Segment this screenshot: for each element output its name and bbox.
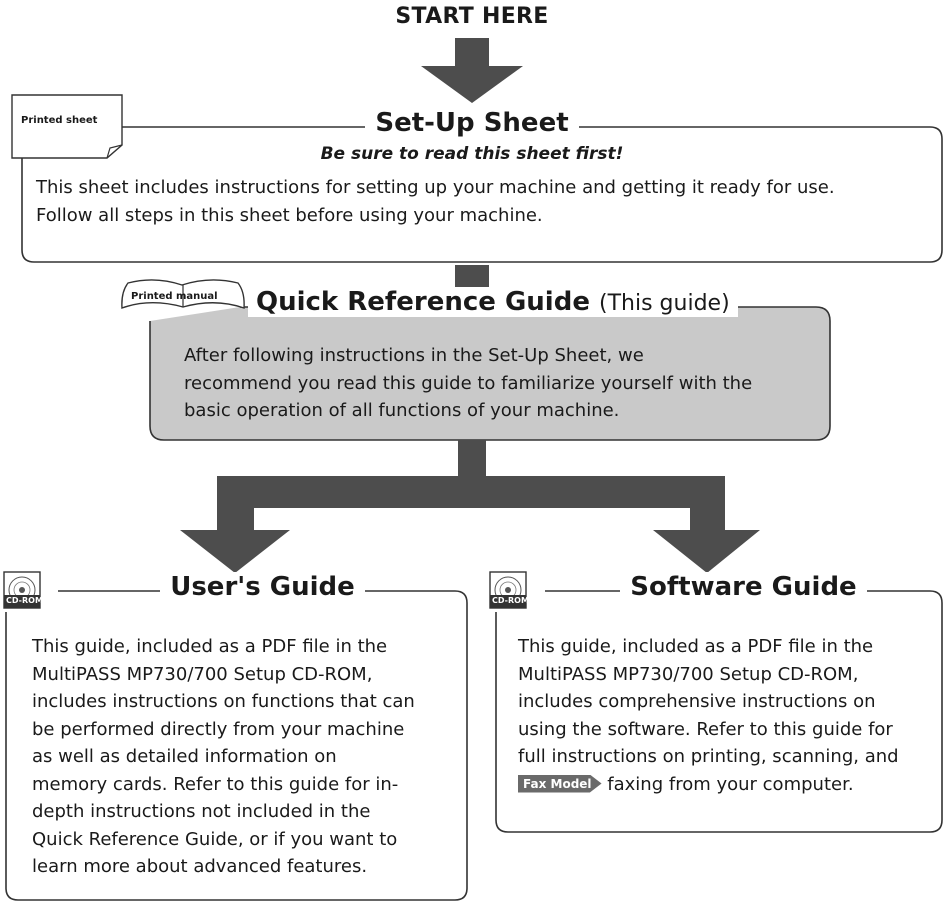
users-guide-body: This guide, included as a PDF file in th… bbox=[32, 633, 464, 881]
users-guide-line: be performed directly from your machine bbox=[32, 718, 405, 740]
setup-sheet-box bbox=[21, 126, 943, 263]
users-guide-line: as well as detailed information on bbox=[32, 746, 337, 767]
cd-rom-icon-users bbox=[3, 571, 41, 609]
software-guide-box bbox=[495, 590, 943, 833]
qrg-line: basic operation of all functions of your… bbox=[184, 400, 620, 421]
software-guide-line: includes comprehensive instructions on bbox=[518, 691, 876, 712]
setup-line: Follow all steps in this sheet before us… bbox=[36, 204, 543, 226]
qrg-title: Quick Reference Guide (This guide) bbox=[248, 287, 738, 317]
users-guide-line: memory cards. Refer to this guide for in… bbox=[32, 773, 399, 795]
arrow-start-to-setup bbox=[421, 38, 523, 103]
users-guide-line: Quick Reference Guide, or if you want to bbox=[32, 828, 398, 850]
qrg-line: recommend you read this guide to familia… bbox=[184, 372, 753, 394]
setup-line: This sheet includes instructions for set… bbox=[36, 177, 835, 198]
users-guide-line: depth instructions not included in the bbox=[32, 801, 371, 822]
qrg-box bbox=[149, 306, 831, 441]
software-guide-body: This guide, included as a PDF file in th… bbox=[518, 633, 942, 798]
printed-sheet-icon bbox=[11, 94, 123, 159]
software-guide-line: full instructions on printing, scanning,… bbox=[518, 746, 899, 767]
users-guide-line: learn more about advanced features. bbox=[32, 856, 368, 877]
printed-sheet-badge: Printed sheet bbox=[21, 115, 98, 126]
cd-rom-label-users: CD-ROM bbox=[6, 596, 43, 605]
qrg-title-text: Quick Reference Guide bbox=[256, 287, 590, 317]
fax-model-badge: Fax Model bbox=[518, 774, 602, 793]
software-guide-line: faxing from your computer. bbox=[607, 773, 854, 795]
software-guide-last-line: Fax Model faxing from your computer. bbox=[518, 771, 942, 799]
setup-sheet-subtitle: Be sure to read this sheet first! bbox=[320, 144, 624, 164]
setup-sheet-title: Set-Up Sheet bbox=[365, 108, 579, 138]
setup-sheet-body: This sheet includes instructions for set… bbox=[36, 174, 941, 229]
cd-rom-label-software: CD-ROM bbox=[492, 596, 529, 605]
users-guide-line: includes instructions on functions that … bbox=[32, 691, 415, 712]
users-guide-box bbox=[5, 590, 468, 901]
users-guide-line: MultiPASS MP730/700 Setup CD-ROM, bbox=[32, 663, 373, 685]
arrow-branch-bar bbox=[217, 476, 725, 508]
users-guide-title: User's Guide bbox=[160, 572, 365, 602]
software-guide-line: MultiPASS MP730/700 Setup CD-ROM, bbox=[518, 663, 859, 685]
software-guide-line: This guide, included as a PDF file in th… bbox=[518, 636, 874, 657]
cd-rom-icon-software bbox=[489, 571, 527, 609]
arrow-to-users-guide bbox=[180, 476, 290, 573]
software-guide-title: Software Guide bbox=[620, 572, 867, 602]
users-guide-line: This guide, included as a PDF file in th… bbox=[32, 636, 388, 657]
start-here-label: START HERE bbox=[395, 4, 549, 29]
qrg-title-suffix: (This guide) bbox=[599, 291, 730, 316]
arrow-to-software-guide bbox=[653, 476, 760, 573]
qrg-line: After following instructions in the Set-… bbox=[184, 345, 644, 366]
software-guide-line: using the software. Refer to this guide … bbox=[518, 718, 893, 740]
qrg-body: After following instructions in the Set-… bbox=[184, 342, 824, 425]
printed-manual-badge: Printed manual bbox=[131, 291, 218, 302]
